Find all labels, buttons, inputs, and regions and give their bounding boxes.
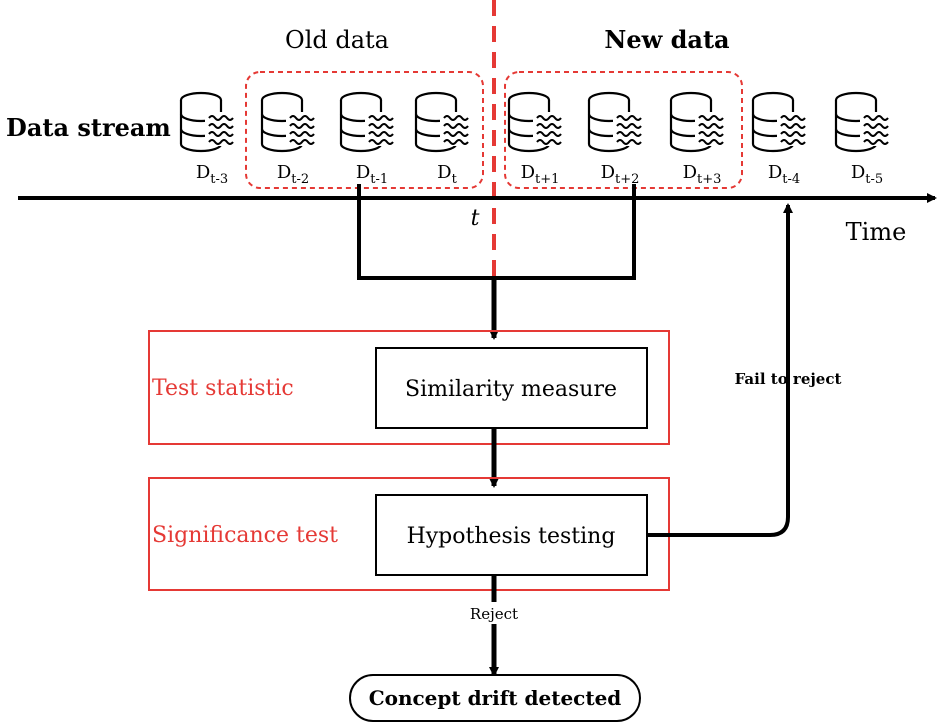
old-data-label: Old data bbox=[285, 26, 389, 54]
concept-drift-result bbox=[349, 674, 641, 722]
fail-to-reject-path bbox=[647, 203, 793, 537]
dataset-label: Dt+3 bbox=[683, 162, 722, 187]
dataset-label: Dt+2 bbox=[601, 162, 640, 187]
fail-to-reject-label: Fail to reject bbox=[735, 370, 842, 388]
database-icon bbox=[507, 91, 569, 153]
test-statistic-label: Test statistic bbox=[152, 376, 294, 401]
database-icon bbox=[339, 91, 401, 153]
new-data-window bbox=[504, 71, 743, 189]
dataset-label: Dt-5 bbox=[851, 162, 883, 187]
dataset-icons bbox=[179, 91, 896, 153]
reject-label: Reject bbox=[470, 605, 518, 623]
database-icon bbox=[179, 91, 241, 153]
old-data-window bbox=[245, 71, 484, 189]
similarity-measure-box bbox=[375, 347, 648, 429]
significance-test-label: Significance test bbox=[152, 523, 338, 548]
dataset-label: Dt+1 bbox=[521, 162, 560, 187]
test-statistic-panel bbox=[148, 330, 670, 445]
dataset-label: Dt bbox=[437, 162, 457, 187]
time-axis-label: Time bbox=[846, 218, 907, 246]
database-icon bbox=[587, 91, 649, 153]
dataset-label: Dt-1 bbox=[356, 162, 388, 187]
database-icon bbox=[751, 91, 813, 153]
hypothesis-testing-box bbox=[375, 494, 648, 576]
dataset-label: Dt-3 bbox=[196, 162, 228, 187]
new-data-label: New data bbox=[604, 25, 729, 54]
database-icon bbox=[669, 91, 731, 153]
hypothesis-testing-label: Hypothesis testing bbox=[407, 524, 616, 549]
dataset-label: Dt-2 bbox=[277, 162, 309, 187]
similarity-measure-label: Similarity measure bbox=[405, 377, 617, 402]
data-stream-label: Data stream bbox=[6, 113, 171, 142]
dataset-label: Dt-4 bbox=[768, 162, 800, 187]
database-icon bbox=[414, 91, 476, 153]
database-icon bbox=[260, 91, 322, 153]
time-t-marker: t bbox=[471, 206, 480, 231]
database-icon bbox=[834, 91, 896, 153]
concept-drift-label: Concept drift detected bbox=[369, 686, 622, 710]
